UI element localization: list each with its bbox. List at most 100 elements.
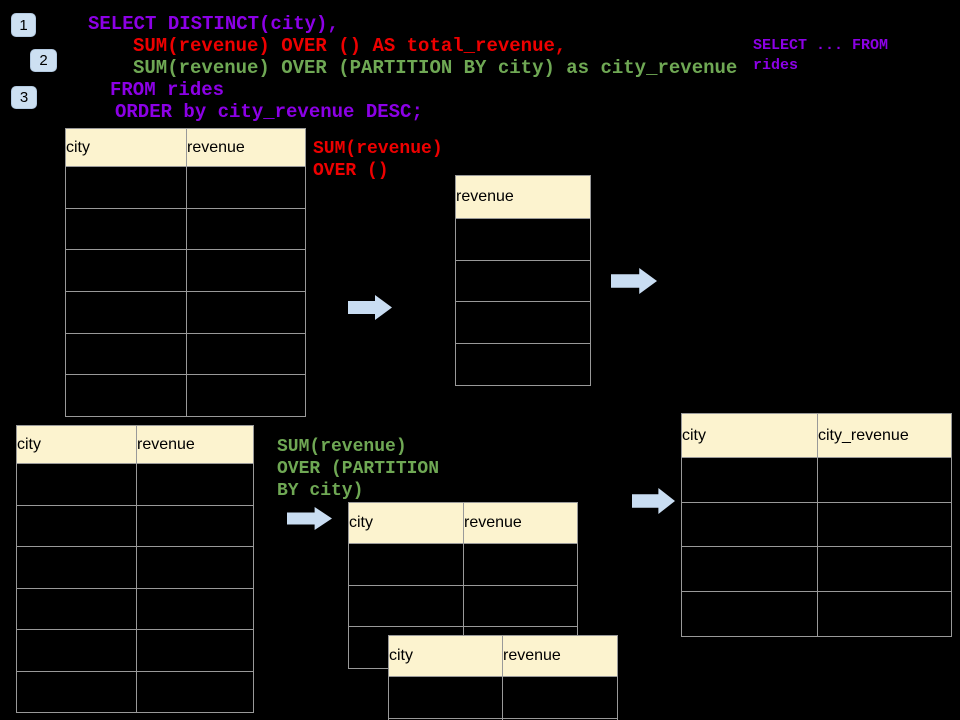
total-revenue-label-line-2: OVER () xyxy=(313,161,389,181)
empty-cell xyxy=(136,504,254,547)
empty-row xyxy=(16,587,254,630)
step-badge-2: 2 xyxy=(30,49,57,72)
column-header: city xyxy=(681,413,818,458)
empty-cell xyxy=(455,259,591,303)
arrow-right-icon xyxy=(287,507,332,530)
empty-cell xyxy=(388,676,503,719)
sql-line-sum-partition: SUM(revenue) OVER (PARTITION BY city) as… xyxy=(133,57,738,79)
empty-cell xyxy=(65,207,187,251)
empty-row xyxy=(16,546,254,589)
empty-row xyxy=(65,249,306,293)
empty-row xyxy=(455,343,591,386)
empty-cell xyxy=(681,546,818,593)
column-header: revenue xyxy=(186,128,306,167)
empty-cell xyxy=(136,670,254,713)
column-header: city xyxy=(65,128,187,167)
empty-cell xyxy=(16,587,137,630)
empty-cell xyxy=(455,218,591,261)
empty-row xyxy=(455,301,591,345)
empty-row xyxy=(681,501,952,548)
empty-cell xyxy=(186,332,306,376)
empty-cell xyxy=(463,584,578,628)
empty-cell xyxy=(16,504,137,547)
empty-row xyxy=(681,546,952,593)
table-revenue-only: revenue xyxy=(455,175,591,386)
empty-cell xyxy=(817,546,952,593)
empty-cell xyxy=(16,546,137,589)
empty-row xyxy=(65,332,306,376)
column-header: revenue xyxy=(463,502,578,544)
empty-row xyxy=(455,259,591,303)
column-header: revenue xyxy=(136,425,254,464)
empty-cell xyxy=(136,629,254,672)
empty-cell xyxy=(681,591,818,637)
sql-line-select: SELECT DISTINCT(city), xyxy=(88,13,339,35)
empty-row xyxy=(65,207,306,251)
empty-cell xyxy=(817,501,952,548)
empty-cell xyxy=(186,291,306,334)
empty-cell xyxy=(16,629,137,672)
column-header: city xyxy=(348,502,464,544)
empty-cell xyxy=(65,291,187,334)
empty-cell xyxy=(681,457,818,503)
empty-cell xyxy=(817,457,952,503)
empty-cell xyxy=(16,670,137,713)
empty-cell xyxy=(455,301,591,345)
arrow-right-icon xyxy=(348,295,392,320)
empty-row xyxy=(681,457,952,503)
sql-line-from: FROM rides xyxy=(110,79,225,101)
empty-cell xyxy=(16,463,137,506)
empty-cell xyxy=(348,584,464,628)
empty-row xyxy=(348,543,578,586)
empty-cell xyxy=(136,546,254,589)
total-revenue-label-line-1: SUM(revenue) xyxy=(313,139,443,159)
arrow-right-icon xyxy=(632,488,675,514)
empty-row xyxy=(65,166,306,209)
empty-cell xyxy=(65,166,187,209)
step-badge-1: 1 xyxy=(11,13,36,37)
empty-cell xyxy=(817,591,952,637)
arrow-right-icon xyxy=(611,268,657,294)
empty-cell xyxy=(186,249,306,293)
step-badge-3: 3 xyxy=(11,86,37,109)
empty-cell xyxy=(463,543,578,586)
empty-cell xyxy=(65,374,187,418)
empty-row xyxy=(16,670,254,713)
empty-row xyxy=(65,291,306,334)
sql-line-order: ORDER by city_revenue DESC; xyxy=(115,101,423,123)
empty-cell xyxy=(455,343,591,386)
side-note-line-1: SELECT ... FROM xyxy=(753,37,889,54)
empty-row xyxy=(348,584,578,628)
empty-cell xyxy=(502,676,618,719)
empty-cell xyxy=(186,166,306,209)
header-row: revenue xyxy=(455,175,591,219)
empty-cell xyxy=(681,501,818,548)
empty-cell xyxy=(186,374,306,418)
sql-line-sum-total: SUM(revenue) OVER () AS total_revenue, xyxy=(133,35,567,57)
empty-cell xyxy=(348,543,464,586)
empty-row xyxy=(16,504,254,547)
partition-label-line-2: OVER (PARTITION xyxy=(277,459,440,479)
column-header: city xyxy=(388,635,503,677)
empty-row xyxy=(65,374,306,418)
partition-label-line-1: SUM(revenue) xyxy=(277,437,407,457)
empty-row xyxy=(388,676,618,719)
empty-row xyxy=(455,218,591,261)
empty-row xyxy=(681,591,952,637)
partition-label-line-3: BY city) xyxy=(277,481,364,501)
empty-row xyxy=(16,629,254,672)
empty-cell xyxy=(136,463,254,506)
column-header: revenue xyxy=(502,635,618,677)
side-note-line-2: rides xyxy=(753,57,799,74)
empty-cell xyxy=(136,587,254,630)
empty-cell xyxy=(65,249,187,293)
